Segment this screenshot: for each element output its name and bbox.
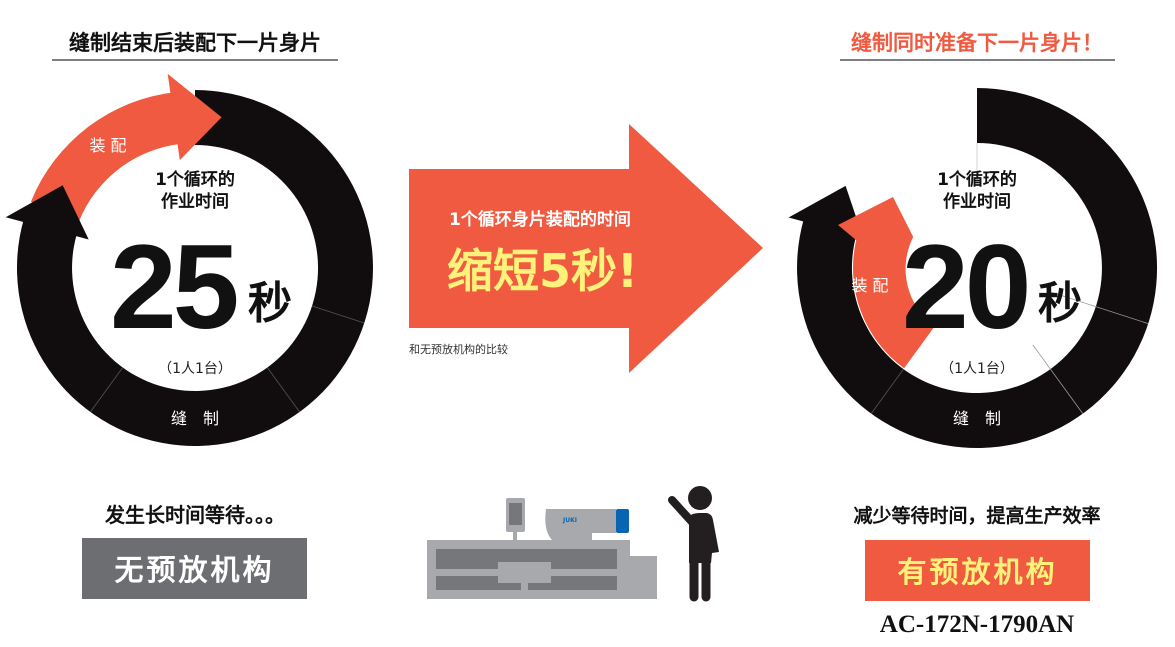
left-assembly-label: 装 配 — [89, 136, 126, 155]
center-arrow: 1个循环身片装配的时间 缩短5秒! 和无预放机构的比较 — [409, 124, 763, 373]
right-sewing-label: 缝 制 — [953, 409, 1001, 428]
ring-divider — [266, 367, 300, 413]
assembly-arrowhead — [167, 73, 222, 161]
left-note: （1人1台） — [158, 361, 232, 377]
machine-head-blue-cap — [616, 509, 629, 533]
left-status-box-label: 无预放机构 — [114, 553, 274, 587]
person-torso — [689, 513, 719, 563]
ring-divider — [311, 305, 365, 324]
ring-divider — [1048, 290, 1149, 324]
left-cycle-label-1: 1个循环的 — [155, 169, 235, 190]
sewing-arrowhead — [5, 185, 89, 240]
machine-table-side — [628, 556, 657, 599]
big-arrow-shape — [409, 124, 763, 373]
left-sewing-label: 缝 制 — [171, 409, 219, 428]
right-caption: 减少等待时间，提高生产效率 — [853, 504, 1100, 527]
comparison-note: 和无预放机构的比较 — [409, 342, 508, 356]
ring-divider — [870, 368, 904, 414]
sewing-machine-illustration: JUKI — [427, 498, 657, 599]
machine-head — [545, 509, 616, 540]
pendant-stem — [513, 530, 517, 541]
control-pendant-screen — [509, 503, 522, 525]
ring-divider — [1032, 344, 1084, 414]
right-assembly-label: 装 配 — [851, 276, 888, 295]
right-cycle-unit: 秒 — [1038, 278, 1082, 329]
left-cycle-ring — [5, 73, 373, 446]
person-raised-arm — [668, 496, 696, 526]
model-number: AC-172N-1790AN — [880, 611, 1074, 638]
left-cycle-label-2: 作业时间 — [161, 191, 229, 212]
right-cycle-ring — [788, 87, 1158, 448]
left-caption: 发生长时间等待。。。 — [104, 503, 285, 527]
sewing-arc — [16, 90, 373, 446]
machine-brand-logo: JUKI — [562, 517, 577, 524]
machine-bar-upper — [436, 549, 617, 569]
right-panel: 缝制同时准备下一片身片！ 装 配 缝 制 1个循环的 作业时间 20 秒 （1人… — [788, 31, 1158, 638]
person-head — [688, 486, 712, 510]
right-cycle-value: 20 — [902, 220, 1027, 354]
arrow-line-1: 1个循环身片装配的时间 — [449, 209, 631, 230]
right-cycle-label-2: 作业时间 — [943, 191, 1011, 212]
right-status-box-label: 有预放机构 — [897, 555, 1057, 589]
left-status-box — [82, 538, 307, 599]
left-cycle-value: 25 — [110, 220, 237, 354]
ring-divider — [90, 367, 124, 413]
arrow-line-2: 缩短5秒! — [447, 244, 638, 298]
right-title: 缝制同时准备下一片身片！ — [851, 31, 1103, 55]
right-cycle-label-1: 1个循环的 — [937, 169, 1017, 190]
left-title: 缝制结束后装配下一片身片 — [69, 31, 321, 55]
sewing-arc — [797, 87, 1158, 448]
right-note: （1人1台） — [940, 361, 1014, 377]
operator-person-icon — [668, 486, 719, 602]
right-status-box — [865, 540, 1090, 601]
assembly-arc — [30, 92, 182, 222]
left-panel: 缝制结束后装配下一片身片 装 配 缝 制 1个循环的 作业时间 25 秒 （1人… — [5, 31, 373, 599]
machine-center-block — [498, 562, 551, 583]
left-cycle-unit: 秒 — [248, 278, 292, 329]
assembly-arrow — [838, 197, 935, 369]
